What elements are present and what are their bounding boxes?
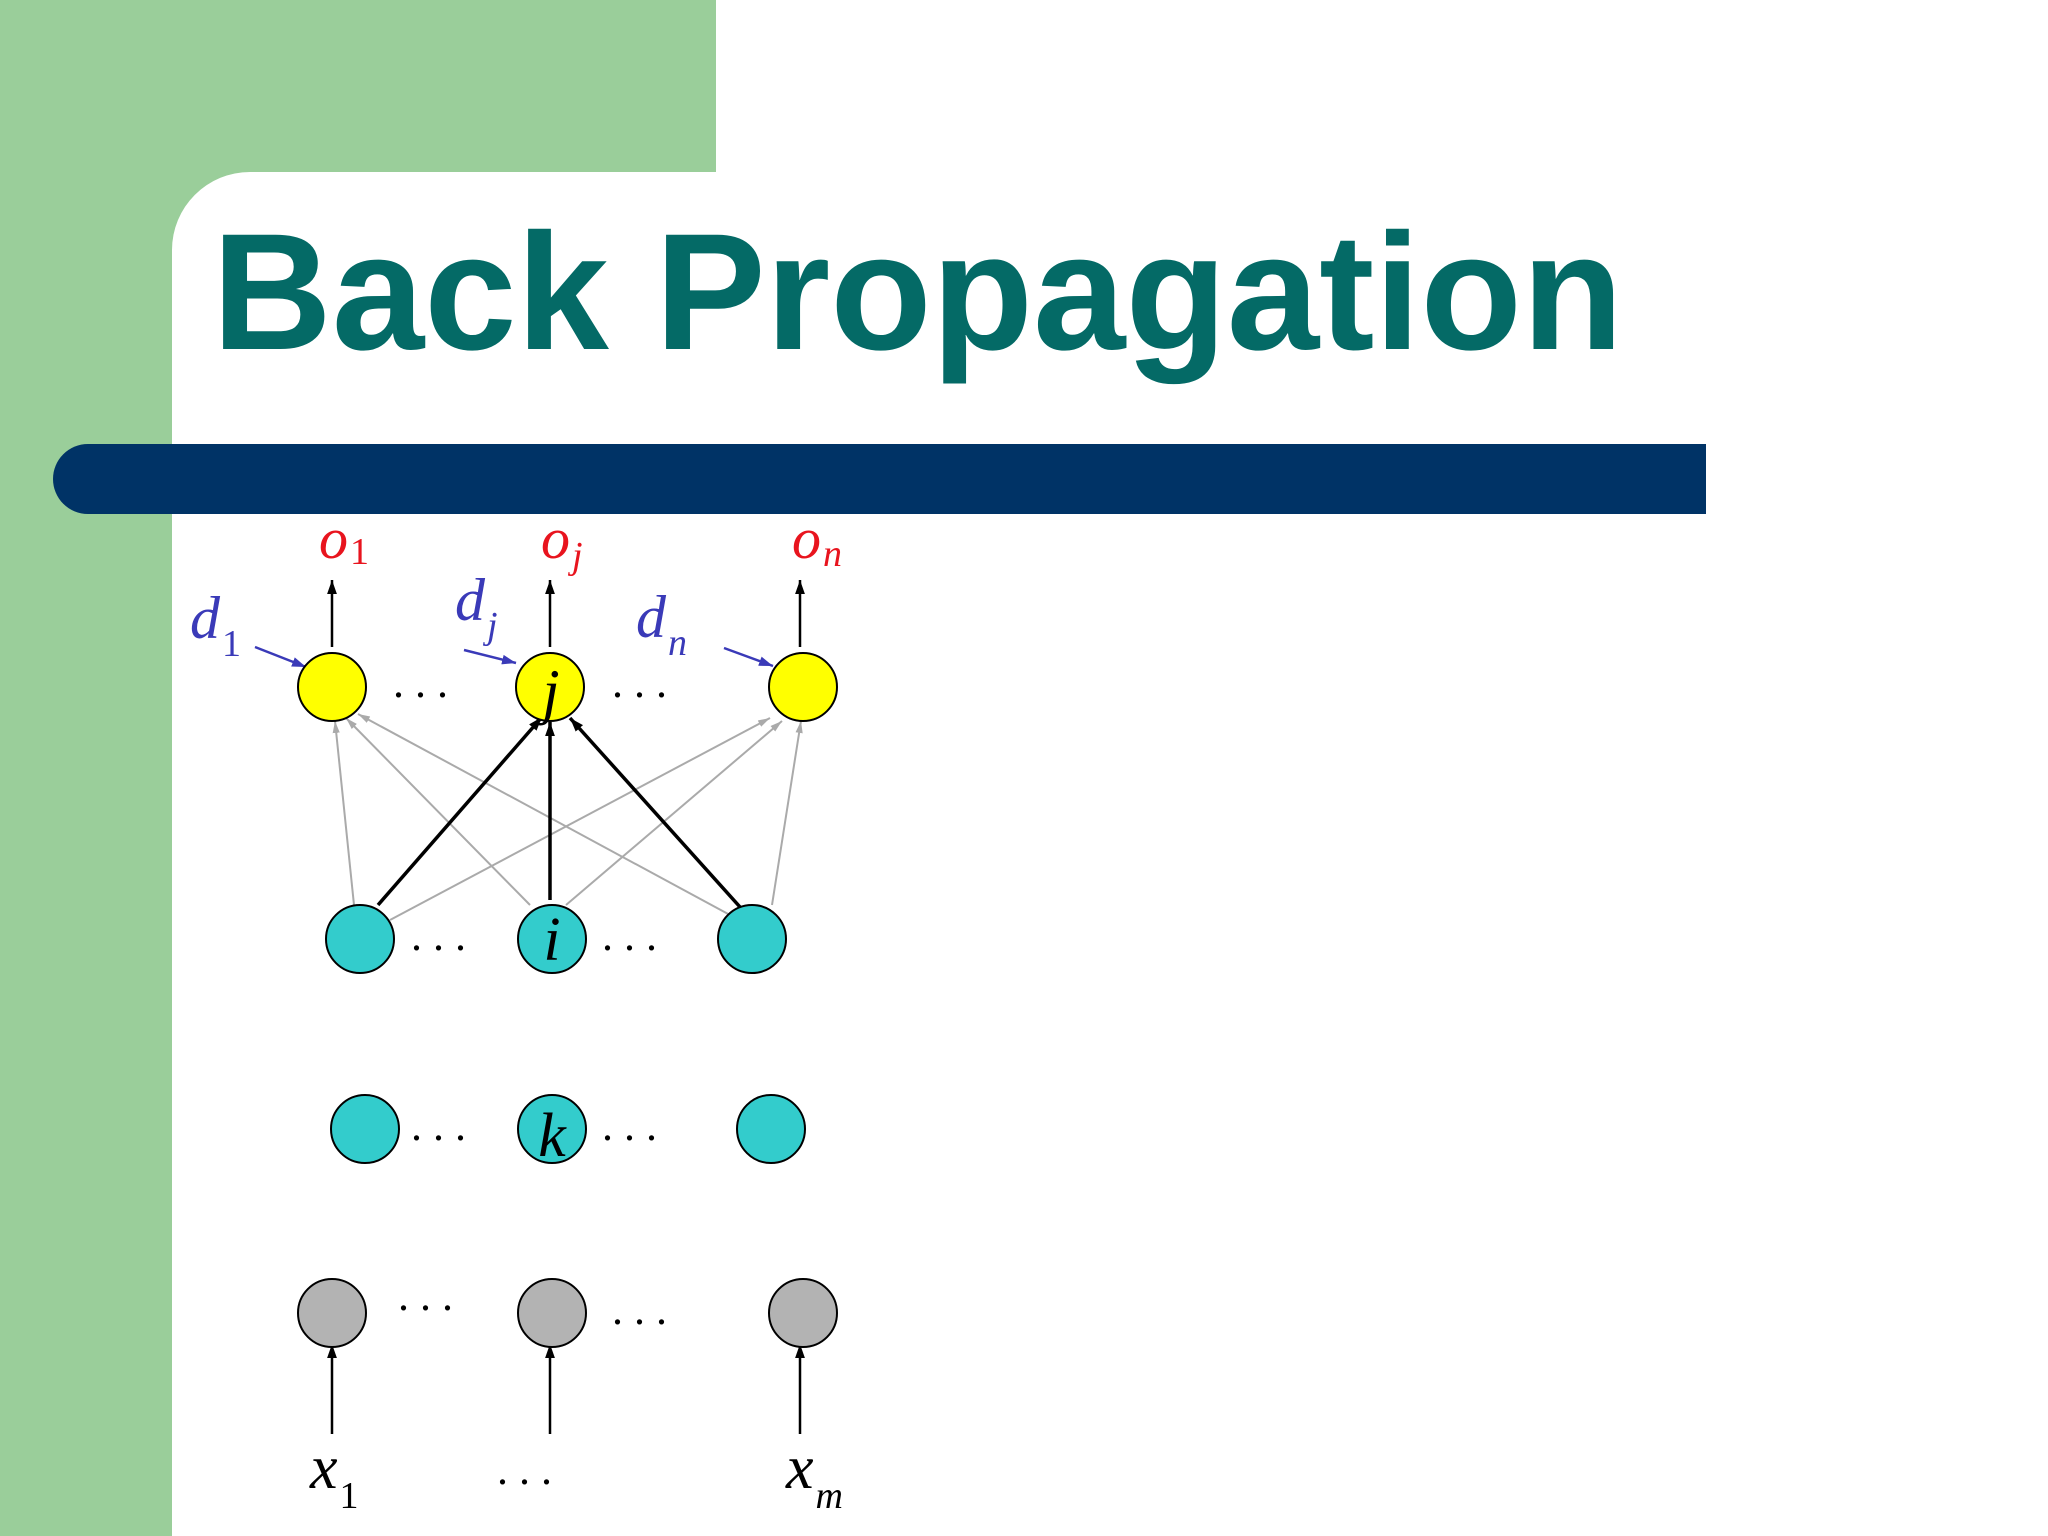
hidden-node [325,904,395,974]
white-panel-corner [172,172,250,250]
node-label-i: i [543,906,560,974]
hidden-node-i [517,904,587,974]
edge [565,720,783,906]
edge [568,716,742,909]
output-label: o1 [319,506,369,573]
input-label: x1 [309,1434,359,1517]
ellipsis: . . . [602,1101,657,1150]
output-node [297,652,367,722]
lower-hidden-layer [330,1094,806,1164]
target-arrow [254,645,307,669]
input-layer [297,1278,838,1348]
lower-hidden-node [330,1094,400,1164]
edge [771,720,803,906]
hidden-node [717,904,787,974]
ellipsis: . . . [612,658,667,707]
ellipsis: . . . [398,1271,453,1320]
ellipsis: . . . [411,1101,466,1150]
node-label-k: k [538,1102,567,1170]
input-label: xm [785,1434,843,1517]
input-node [297,1278,367,1348]
output-label: on [792,506,842,575]
ellipses: . . . . . . . . . . . . . . . . . . . . … [393,658,667,1494]
green-top-band [0,0,716,172]
edge [389,717,771,921]
input-labels: x1 xm [309,1434,843,1517]
ellipsis: . . . [612,1285,667,1334]
target-label: d1 [190,585,241,665]
ellipsis: . . . [411,911,466,960]
edge [376,715,544,907]
faded-connections [332,713,803,921]
edge [332,720,355,906]
output-node [768,652,838,722]
navy-title-bar [53,444,1706,514]
lower-hidden-node [736,1094,806,1164]
target-label: dn [636,584,687,664]
target-labels: d1 dj dn [190,567,687,665]
ellipsis: . . . [602,911,657,960]
target-arrows [254,645,774,669]
input-node [517,1278,587,1348]
target-arrow [723,646,774,668]
target-arrow [463,648,517,665]
green-sidebar [0,0,172,1536]
output-label: oj [541,506,583,577]
input-node [768,1278,838,1348]
edge [357,713,731,916]
input-arrows [327,1344,805,1434]
output-labels: o1 oj on [319,506,842,577]
output-layer [297,652,838,722]
slide-title: Back Propagation [212,200,1624,385]
active-connections [376,715,742,909]
output-node-j [515,652,585,722]
hidden-layer [325,904,787,974]
lower-hidden-node-k [517,1094,587,1164]
target-label: dj [455,567,498,647]
ellipsis: . . . [497,1445,552,1494]
edge [345,717,531,906]
ellipsis: . . . [393,658,448,707]
output-arrows [327,580,805,647]
